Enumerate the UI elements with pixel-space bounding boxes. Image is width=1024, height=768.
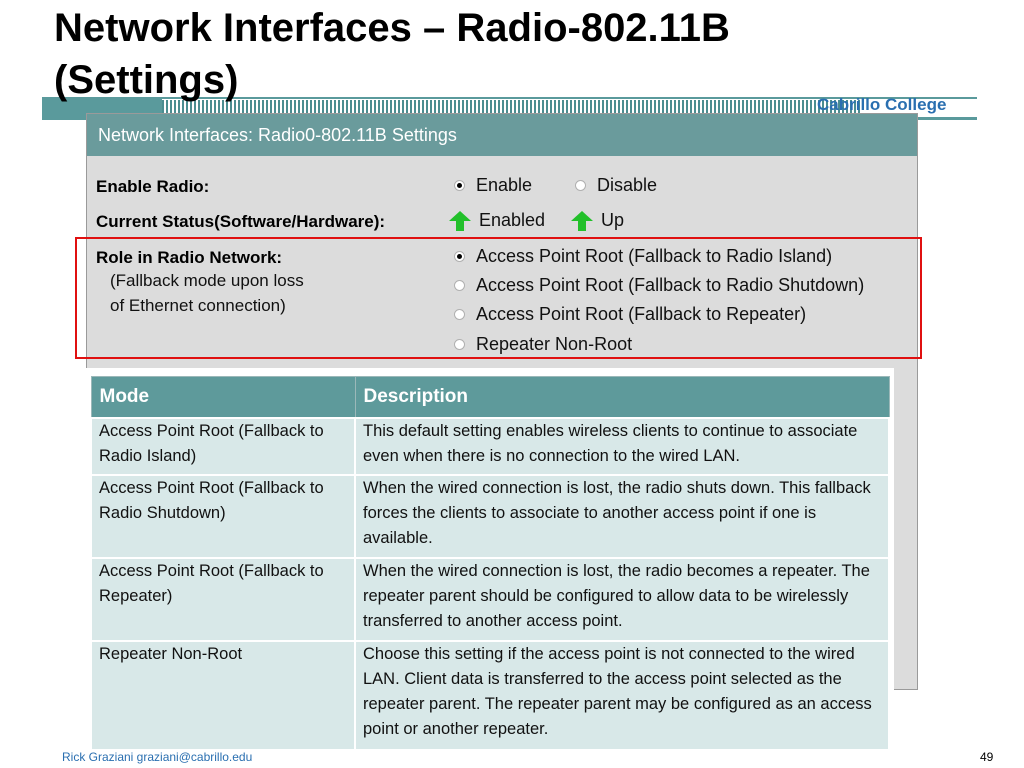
table-header-row: Mode Description — [90, 376, 890, 419]
enable-option-label: Enable — [476, 175, 533, 195]
hardware-status-text: Up — [601, 210, 625, 230]
radio-button[interactable] — [454, 339, 465, 350]
software-status: Enabled — [449, 210, 545, 231]
radio-button[interactable] — [454, 180, 465, 191]
enable-radio-label: Enable Radio: — [96, 177, 210, 196]
mode-cell: Access Point Root (Fallback to Radio Shu… — [90, 474, 356, 559]
mode-cell: Access Point Root (Fallback to Radio Isl… — [90, 417, 356, 476]
table-row: Access Point Root (Fallback to Radio Isl… — [90, 417, 890, 476]
role-note-line-2: of Ethernet connection) — [110, 296, 286, 315]
role-option-repeater-non-root[interactable]: Repeater Non-Root — [454, 334, 632, 355]
brand-logo-text: Cabrillo College — [817, 95, 947, 114]
disable-option-label: Disable — [597, 175, 658, 195]
footer-author: Rick Graziani graziani@cabrillo.edu — [62, 750, 253, 764]
up-arrow-icon — [449, 210, 471, 231]
role-option-label: Repeater Non-Root — [476, 334, 633, 354]
description-cell: When the wired connection is lost, the r… — [354, 557, 890, 642]
mode-cell: Access Point Root (Fallback to Repeater) — [90, 557, 356, 642]
mode-description-table: Mode Description Access Point Root (Fall… — [90, 376, 890, 751]
role-label: Role in Radio Network: — [96, 248, 283, 267]
panel-title: Network Interfaces: Radio0-802.11B Setti… — [87, 114, 917, 156]
radio-button[interactable] — [454, 280, 465, 291]
radio-button[interactable] — [454, 251, 465, 262]
up-arrow-icon — [571, 210, 593, 231]
role-highlight-box — [75, 237, 922, 359]
description-column-header: Description — [354, 376, 890, 419]
mode-cell: Repeater Non-Root — [90, 640, 356, 751]
radio-button[interactable] — [454, 309, 465, 320]
role-option-label: Access Point Root (Fallback to Repeater) — [476, 304, 807, 324]
title-line-2: (Settings) — [54, 58, 239, 102]
radio-button[interactable] — [575, 180, 586, 191]
role-option-label: Access Point Root (Fallback to Radio Isl… — [476, 246, 833, 266]
role-option-label: Access Point Root (Fallback to Radio Shu… — [476, 275, 865, 295]
role-option-radio-shutdown[interactable]: Access Point Root (Fallback to Radio Shu… — [454, 275, 864, 296]
role-option-radio-island[interactable]: Access Point Root (Fallback to Radio Isl… — [454, 246, 832, 267]
table-row: Access Point Root (Fallback to Repeater)… — [90, 557, 890, 642]
table-row: Access Point Root (Fallback to Radio Shu… — [90, 474, 890, 559]
description-cell: When the wired connection is lost, the r… — [354, 474, 890, 559]
description-cell: This default setting enables wireless cl… — [354, 417, 890, 476]
mode-table-container: Mode Description Access Point Root (Fall… — [84, 368, 894, 751]
role-option-repeater[interactable]: Access Point Root (Fallback to Repeater) — [454, 304, 806, 325]
software-status-text: Enabled — [479, 210, 546, 230]
enable-radio-option[interactable]: Enable — [454, 175, 532, 196]
table-row: Repeater Non-Root Choose this setting if… — [90, 640, 890, 751]
description-cell: Choose this setting if the access point … — [354, 640, 890, 751]
title-line-1: Network Interfaces – Radio-802.11B — [54, 6, 730, 50]
role-note-line-1: (Fallback mode upon loss — [110, 271, 304, 290]
hardware-status: Up — [571, 210, 624, 231]
current-status-label: Current Status(Software/Hardware): — [96, 212, 386, 231]
band-top-line — [42, 97, 977, 99]
slide-title: Network Interfaces – Radio-802.11B (Sett… — [54, 2, 954, 106]
mode-column-header: Mode — [90, 376, 356, 419]
band-stripes — [162, 100, 862, 114]
disable-radio-option[interactable]: Disable — [575, 175, 657, 196]
page-number: 49 — [980, 750, 994, 764]
